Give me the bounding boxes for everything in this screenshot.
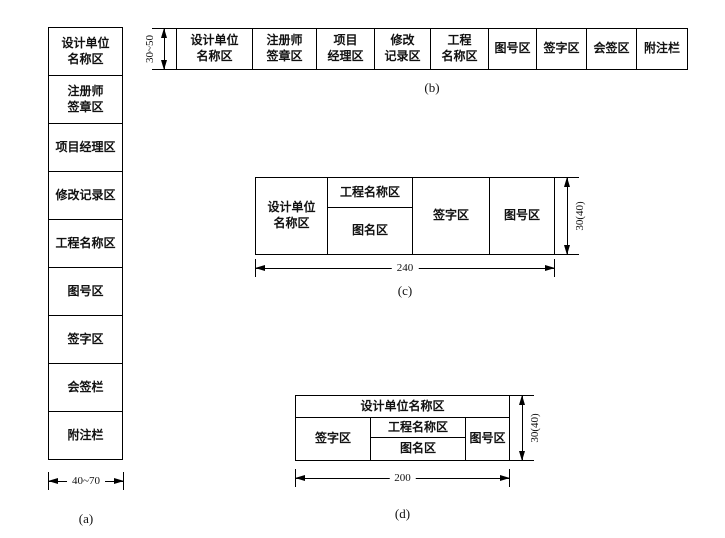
cell-notes: 附注栏: [643, 41, 680, 56]
dimension-label: 240: [391, 262, 419, 274]
panel-c-height-dimension: 30(40): [555, 177, 586, 255]
cell-revision-record: 修改 记录区: [375, 29, 431, 69]
panel-d-lower-row: 签字区 工程名称区 图名区 图号区: [296, 418, 509, 460]
dimension-label: 30~50: [144, 31, 156, 67]
panel-a-width-dimension: 40~70: [48, 470, 124, 492]
cell-project-manager: 项目经理区: [49, 124, 122, 172]
cell-signature: 签字区: [537, 29, 587, 69]
arrow-right-icon: [114, 477, 124, 484]
cell-design-unit-name: 设计单位 名称区: [177, 29, 253, 69]
cell-countersign: 会签区: [587, 29, 637, 69]
cell-drawing-number: 图号区: [503, 208, 540, 223]
cell-signature: 签字区: [49, 316, 122, 364]
panel-c-middle-column: 工程名称区 图名区: [328, 178, 413, 254]
cell-revision-record: 修改记录区: [49, 172, 122, 220]
panel-d-width-dimension: 200: [295, 468, 510, 488]
cell-registrar-seal: 注册师 签章区: [49, 76, 122, 124]
panel-d-height-dimension: 30(40): [510, 395, 541, 461]
arrow-down-icon: [518, 451, 525, 461]
cell-signature: 签字区: [296, 418, 371, 460]
arrow-left-icon: [255, 264, 265, 271]
cell-drawing-number: 图号区: [469, 431, 506, 446]
dimension-label: 30(40): [529, 409, 541, 447]
arrow-down-icon: [160, 60, 167, 70]
cell-design-unit-name: 设计单位 名称区: [49, 28, 122, 76]
caption-d: (d): [394, 506, 411, 521]
dimension-line: [164, 28, 165, 70]
panel-d-middle-column: 工程名称区 图名区: [371, 418, 466, 460]
dimension-label: 40~70: [67, 475, 105, 487]
cell-drawing-name: 图名区: [351, 223, 388, 238]
cell-project-name: 工程名称区: [328, 178, 412, 208]
caption-c: (c): [397, 283, 413, 298]
arrow-up-icon: [160, 28, 167, 38]
cell-design-unit-name: 设计单位 名称区: [256, 178, 328, 254]
arrow-left-icon: [295, 474, 305, 481]
cell-drawing-number: 图号区: [49, 268, 122, 316]
dimension-line: [522, 395, 523, 461]
cell-countersign: 会签栏: [49, 364, 122, 412]
arrow-left-icon: [48, 477, 58, 484]
dimension-line: [567, 177, 568, 255]
arrow-right-icon: [545, 264, 555, 271]
cell-notes: 附注栏: [67, 427, 104, 442]
cell-drawing-name: 图名区: [399, 441, 436, 456]
caption-b: (b): [424, 80, 440, 95]
panel-c-table: 设计单位 名称区 工程名称区 图名区 签字区 图号区: [255, 177, 555, 255]
dimension-label: 30(40): [574, 197, 586, 235]
cell-project-name: 工程名称区: [371, 418, 465, 438]
panel-d-table: 设计单位名称区 签字区 工程名称区 图名区 图号区: [295, 395, 510, 461]
arrow-up-icon: [563, 177, 570, 187]
cell-project-manager: 项目 经理区: [317, 29, 375, 69]
arrow-down-icon: [563, 245, 570, 255]
panel-b-height-dimension: 30~50: [144, 28, 176, 70]
cell-signature: 签字区: [413, 178, 490, 254]
cell-registrar-seal: 注册师 签章区: [253, 29, 317, 69]
cell-project-name: 工程名称区: [49, 220, 122, 268]
arrow-right-icon: [500, 474, 510, 481]
dimension-label: 200: [389, 472, 416, 484]
panel-a-table: 设计单位 名称区 注册师 签章区 项目经理区 修改记录区 工程名称区 图号区 签…: [48, 27, 123, 460]
panel-c-width-dimension: 240: [255, 258, 555, 278]
cell-design-unit-name: 设计单位名称区: [296, 396, 509, 418]
arrow-up-icon: [518, 395, 525, 405]
cell-project-name: 工程 名称区: [431, 29, 489, 69]
panel-b-table: 设计单位 名称区 注册师 签章区 项目 经理区 修改 记录区 工程 名称区 图号…: [176, 28, 688, 70]
cell-drawing-number: 图号区: [489, 29, 537, 69]
caption-a: (a): [78, 511, 94, 526]
